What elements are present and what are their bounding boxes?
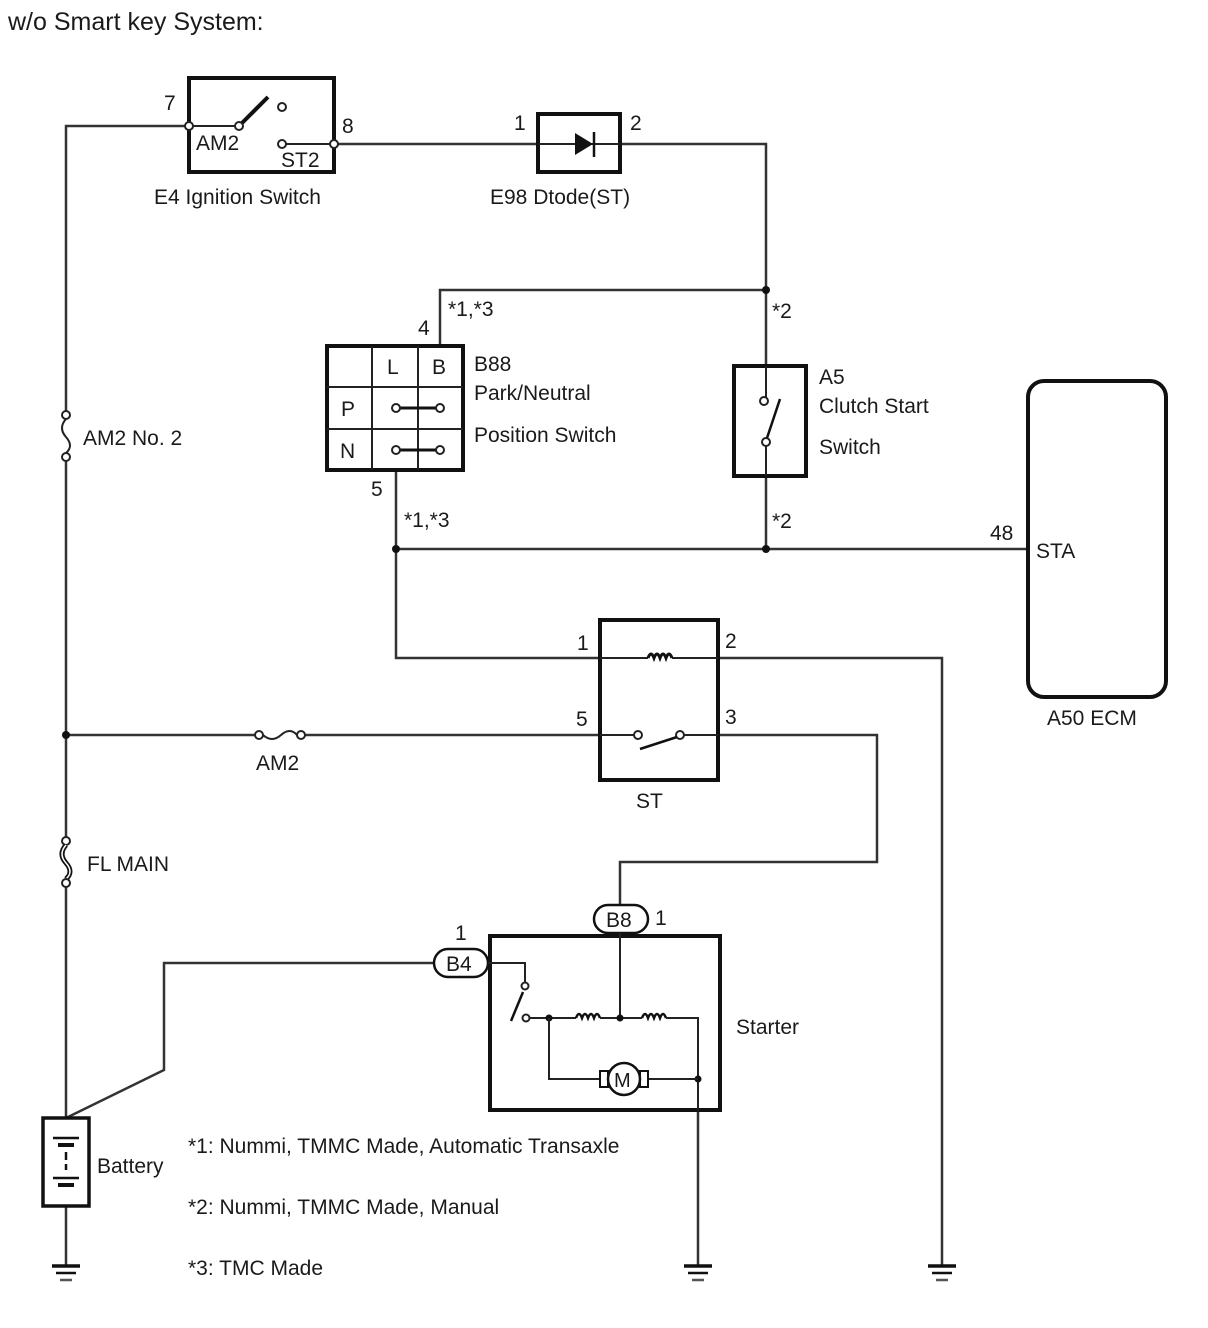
junction-dot	[392, 545, 400, 553]
relay-pin-1: 1	[577, 632, 589, 655]
wires	[64, 124, 1028, 1266]
diode-pin-2: 2	[630, 112, 642, 135]
clutch-note-top: *2	[772, 300, 792, 323]
wire-branch-to-pn	[438, 288, 766, 346]
diagram-heading: w/o Smart key System:	[7, 8, 264, 36]
starter-label: Starter	[736, 1016, 799, 1039]
pn-row-p: P	[341, 398, 355, 421]
diode: 1 2 E98 Dtode(ST)	[490, 112, 642, 209]
ignition-switch-label: E4 Ignition Switch	[154, 186, 321, 209]
pn-row-n: N	[340, 440, 355, 463]
clutch-name-1: Clutch Start	[819, 395, 929, 418]
connector-b8-pin: 1	[655, 907, 667, 930]
clutch-name-2: Switch	[819, 436, 881, 459]
fuse-icon	[262, 730, 298, 740]
ecm: 48 STA A50 ECM	[990, 379, 1168, 730]
connector-b8-label: B8	[606, 909, 632, 932]
fuse-fl-main: FL MAIN	[59, 836, 169, 888]
switch-contact-icon	[765, 398, 782, 439]
ground-starter-icon	[684, 1264, 712, 1282]
junction-dot	[62, 731, 70, 739]
relay-label: ST	[636, 790, 663, 813]
pin-8: 8	[342, 115, 354, 138]
wire-relay-coil-ground	[718, 656, 944, 1266]
fuse-am2-no2: AM2 No. 2	[61, 410, 182, 462]
pn-col-l: L	[387, 356, 399, 379]
terminal-am2: AM2	[196, 132, 239, 155]
pn-name-2: Position Switch	[474, 424, 616, 447]
pin-7: 7	[164, 92, 176, 115]
pn-name-1: Park/Neutral	[474, 382, 591, 405]
switch-lever-icon	[239, 95, 270, 126]
note-2: *2: Nummi, TMMC Made, Manual	[188, 1196, 499, 1219]
fuse-am2: AM2	[254, 730, 306, 775]
pn-note-bottom: *1,*3	[404, 509, 450, 532]
ground-battery-icon	[52, 1264, 80, 1282]
relay-pin-5: 5	[576, 708, 588, 731]
relay-coil-icon	[646, 652, 674, 663]
clutch-code: A5	[819, 366, 845, 389]
motor-icon	[606, 1061, 642, 1097]
ecm-terminal-sta: STA	[1036, 540, 1075, 563]
diode-pin-1: 1	[514, 112, 526, 135]
ecm-label: A50 ECM	[1047, 707, 1137, 730]
fuse-fl-main-label: FL MAIN	[87, 853, 169, 876]
diode-icon	[575, 133, 593, 155]
junction-dot	[762, 545, 770, 553]
park-neutral-switch: L B P N 4 5 *1,*3 *1,*3 B88 Park/Neutral…	[325, 298, 616, 532]
wire-diode-to-clutch	[620, 142, 768, 366]
pull-in-coil-icon	[574, 1012, 602, 1022]
notes: *1: Nummi, TMMC Made, Automatic Transaxl…	[188, 1135, 619, 1280]
wire-pn-to-relay	[394, 470, 600, 660]
hold-in-coil-icon	[640, 1012, 668, 1022]
clutch-start-switch: *2 *2 A5 Clutch Start Switch	[732, 300, 929, 533]
fuse-am2-no2-label: AM2 No. 2	[83, 427, 182, 450]
ground-relay-icon	[928, 1264, 956, 1282]
battery: Battery	[41, 1116, 164, 1208]
junction-dot	[762, 286, 770, 294]
ignition-switch: 7 8 AM2 ST2 E4 Ignition Switch	[154, 76, 354, 209]
pn-note-top: *1,*3	[448, 298, 494, 321]
relay-pin-3: 3	[725, 706, 737, 729]
connector-b4-label: B4	[446, 953, 472, 976]
note-3: *3: TMC Made	[188, 1257, 323, 1280]
note-1: *1: Nummi, TMMC Made, Automatic Transaxl…	[188, 1135, 619, 1158]
starter: B8 1 B4 1 M Starter	[432, 903, 799, 1112]
pn-code: B88	[474, 353, 511, 376]
wire-battery-to-b4	[65, 961, 434, 1120]
relay-pin-2: 2	[725, 630, 737, 653]
st-relay: 1 2 3 5 ST	[576, 618, 737, 813]
diode-label: E98 Dtode(ST)	[490, 186, 630, 209]
motor-label: M	[614, 1070, 631, 1092]
fuse-am2-label: AM2	[256, 752, 299, 775]
wire-relay-to-b8	[618, 733, 879, 906]
relay-contact-icon	[639, 735, 678, 751]
terminal-st2: ST2	[281, 149, 320, 172]
ecm-pin-48: 48	[990, 522, 1013, 545]
pn-pin-5: 5	[371, 478, 383, 501]
fuse-icon	[61, 418, 71, 454]
pn-col-b: B	[432, 356, 446, 379]
pn-pin-4: 4	[418, 317, 430, 340]
clutch-note-bottom: *2	[772, 510, 792, 533]
solenoid-contact-icon	[509, 991, 525, 1022]
junctions	[62, 286, 770, 739]
wire-ig-to-am2no2	[64, 124, 189, 414]
connector-b4-pin: 1	[455, 922, 467, 945]
battery-label: Battery	[97, 1155, 164, 1178]
